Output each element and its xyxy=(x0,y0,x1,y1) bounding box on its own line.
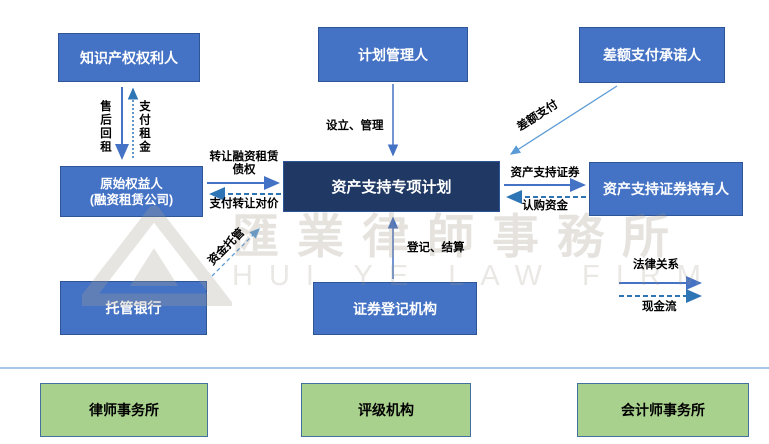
arrow-label-abs-securities: 资产支持证券 xyxy=(510,167,580,179)
arrow-label-register-settle: 登记、结算 xyxy=(407,242,465,254)
node-label: 资产支持证券持有人 xyxy=(603,181,729,197)
arrow-label-line2: 债权 xyxy=(232,164,256,176)
node-label: 会计师事务所 xyxy=(621,402,705,418)
node-label-line2: (融资租赁公司) xyxy=(89,192,174,207)
node-label: 证券登记机构 xyxy=(353,300,437,317)
node-abs-holders: 资产支持证券持有人 xyxy=(589,162,743,216)
node-label: 知识产权权利人 xyxy=(80,49,178,66)
node-securities-registrar: 证券登记机构 xyxy=(313,282,477,335)
node-asset-backed-special-plan: 资产支持专项计划 xyxy=(283,161,500,212)
node-originator: 原始权益人 (融资租赁公司) xyxy=(60,166,203,217)
node-difference-payment-promisor: 差额支付承诺人 xyxy=(579,27,725,83)
section-divider-line xyxy=(0,367,769,369)
node-label: 计划管理人 xyxy=(358,46,428,63)
arrow-label-line1: 转让融资租赁 xyxy=(209,151,279,163)
legend-legal-relation-label: 法律关系 xyxy=(633,259,679,271)
node-law-firm: 律师事务所 xyxy=(40,383,208,437)
node-label: 托管银行 xyxy=(105,300,162,316)
arrow-label-subscription-funds: 认购资金 xyxy=(522,200,568,212)
node-label: 差额支付承诺人 xyxy=(603,47,701,63)
node-ip-rights-holder: 知识产权权利人 xyxy=(58,33,200,82)
node-rating-agency: 评级机构 xyxy=(301,383,471,437)
node-accounting-firm: 会计师事务所 xyxy=(577,383,749,437)
arrow-label-pay-transfer-consideration: 支付转让对价 xyxy=(209,198,279,210)
arrow-label-transfer-lease-claims: 转让融资租赁 债权 xyxy=(203,151,285,177)
node-label: 律师事务所 xyxy=(89,402,159,418)
node-label-line1: 原始权益人 xyxy=(100,176,163,191)
arrow-label-sale-leaseback: 售后回租 xyxy=(99,100,111,154)
node-label: 评级机构 xyxy=(358,402,414,418)
arrow-label-pay-rent: 支付租金 xyxy=(138,100,150,154)
node-label: 资产支持专项计划 xyxy=(331,179,452,196)
node-plan-manager: 计划管理人 xyxy=(318,27,468,82)
legend-cash-flow-label: 现金流 xyxy=(642,301,677,313)
arrow-label-establish-manage: 设立、管理 xyxy=(326,120,384,132)
node-custodian-bank: 托管银行 xyxy=(60,281,207,335)
